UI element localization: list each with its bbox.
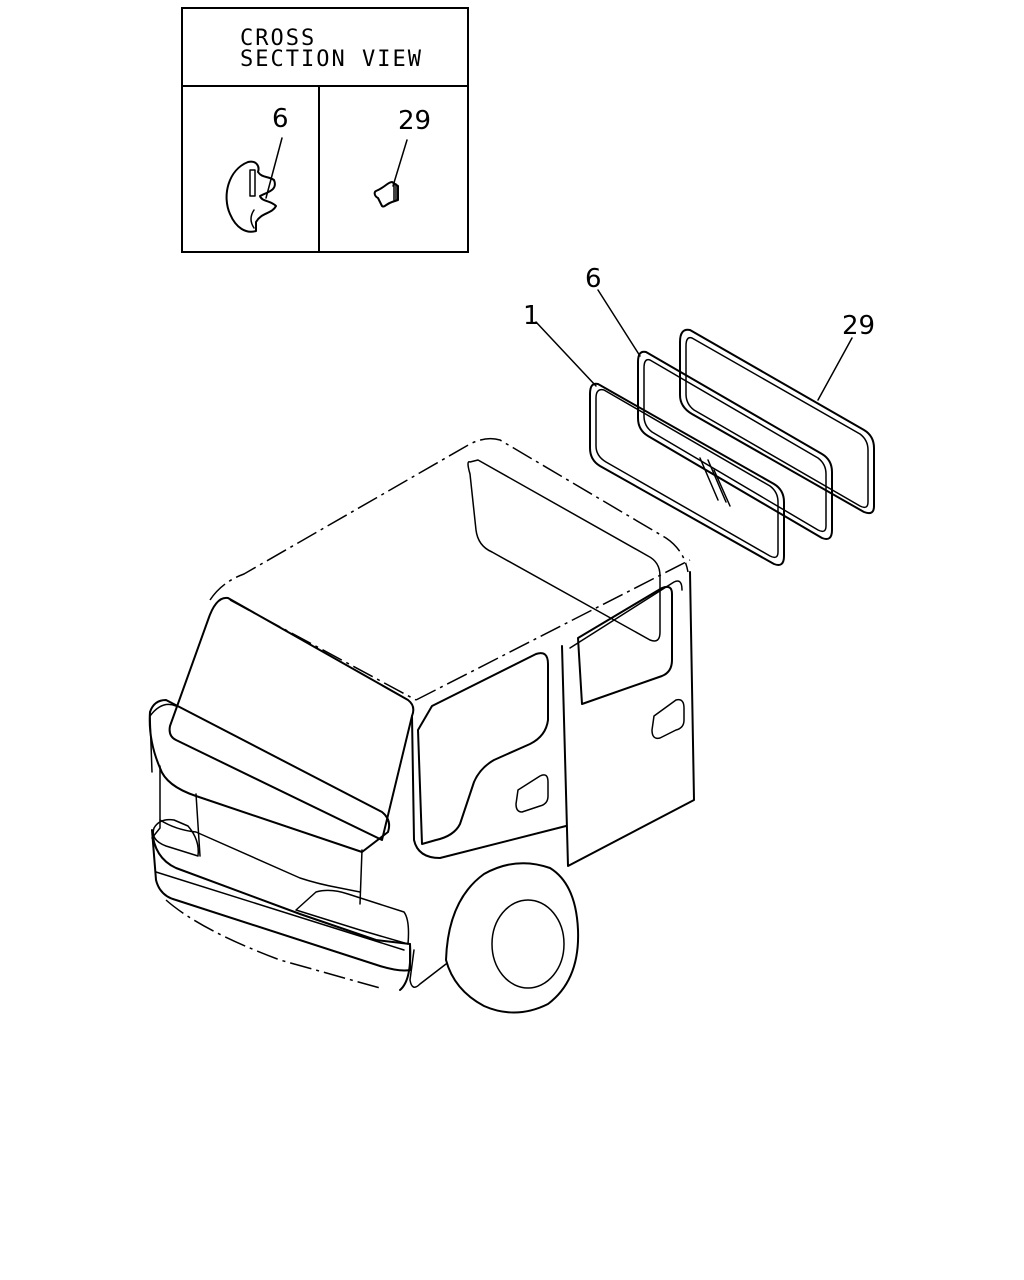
windshield (168, 596, 415, 841)
cross-section-frame (181, 7, 469, 253)
wheel-arch (409, 949, 447, 988)
cab-roof-side-edge (415, 559, 691, 701)
weatherstrip-6 (637, 350, 833, 540)
cross-section-view-box: CROSS SECTION VIEW 6 29 (181, 7, 469, 253)
glass-1 (589, 382, 785, 566)
section-leader-29 (392, 139, 408, 187)
truck-cab (148, 437, 695, 1014)
weatherstrip-profile (225, 160, 277, 233)
section-label-29: 29 (398, 106, 431, 136)
callout-29: 29 (842, 311, 875, 341)
molding-frame-29 (679, 328, 875, 515)
section-leader-6 (265, 137, 283, 199)
cab-side-lower (411, 715, 567, 859)
molding-profile (373, 181, 399, 208)
cab-front-face (148, 699, 391, 853)
bumper-corner (399, 943, 412, 991)
grille-left-edge (195, 793, 201, 857)
cross-section-title-line2: SECTION VIEW (240, 47, 423, 72)
front-wheel-rim (491, 899, 565, 989)
cab-roof-outline (209, 437, 689, 601)
front-door-handle (515, 774, 549, 813)
callout-6: 6 (585, 264, 602, 294)
leader-6 (597, 289, 641, 357)
front-wheel-tire (445, 862, 580, 1014)
cross-section-title-line1: CROSS (240, 26, 316, 51)
headlight-left (152, 818, 200, 857)
callout-1: 1 (523, 301, 540, 331)
section-label-6: 6 (272, 104, 289, 134)
rear-door-handle (651, 698, 685, 740)
grille-line (159, 819, 361, 893)
rear-door-window (577, 585, 673, 705)
leader-29 (817, 337, 853, 401)
leader-1 (535, 321, 597, 387)
exploded-glass-parts: 1 6 29 (523, 264, 875, 566)
rear-window-opening (467, 459, 661, 642)
rear-door-outline (561, 571, 695, 867)
grille-right-edge (359, 849, 363, 905)
front-bumper (151, 829, 411, 972)
cab-front-corner (151, 765, 161, 839)
headlight-right (295, 889, 410, 945)
bumper-underside (165, 899, 381, 989)
rear-door-top-edge (569, 580, 683, 649)
bumper-crease (155, 871, 405, 951)
front-door-window (417, 652, 549, 845)
